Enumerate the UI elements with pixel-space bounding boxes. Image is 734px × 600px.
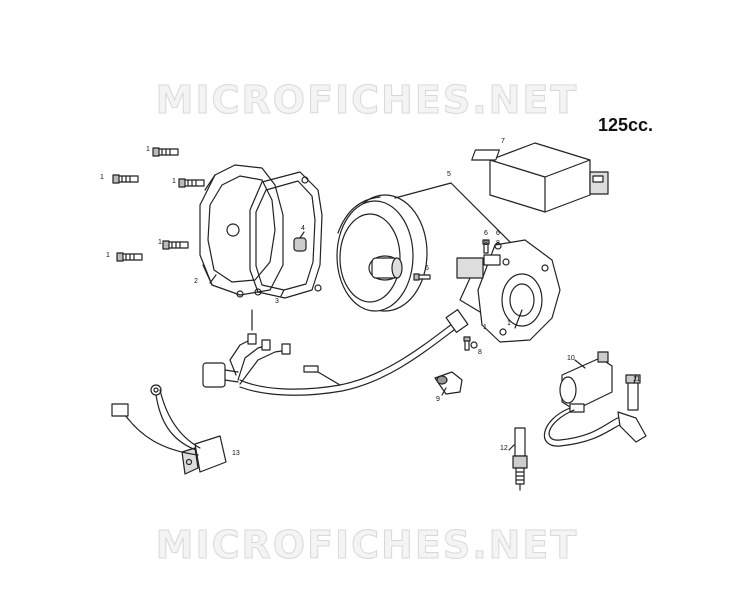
ignition-coil-part bbox=[559, 351, 613, 413]
callout-9: 9 bbox=[436, 396, 440, 403]
watermark-bottom: MICROFICHES.NET bbox=[155, 523, 579, 568]
flywheel-part bbox=[336, 194, 428, 312]
gasket-part bbox=[249, 171, 323, 299]
screw-part bbox=[482, 239, 502, 254]
bolt-part bbox=[178, 178, 205, 188]
plug-part bbox=[293, 237, 307, 252]
callout-13: 13 bbox=[232, 450, 240, 457]
callout-5: 5 bbox=[447, 171, 451, 178]
callout-3: 3 bbox=[275, 298, 279, 305]
ht-lead-part bbox=[543, 374, 647, 447]
regulator-part bbox=[111, 384, 227, 475]
screw-part bbox=[463, 336, 478, 351]
callout-7: 7 bbox=[501, 138, 505, 145]
pickup-part bbox=[434, 371, 463, 395]
callout-1: 1 bbox=[100, 174, 104, 181]
callout-1: 1 bbox=[507, 320, 511, 327]
callout-8: 8 bbox=[484, 240, 488, 247]
callout-1: 1 bbox=[158, 239, 162, 246]
engine-size-title: 125cc. bbox=[598, 115, 654, 135]
callout-1: 1 bbox=[172, 178, 176, 185]
callout-1: 1 bbox=[483, 324, 487, 331]
bolt-part bbox=[116, 252, 143, 262]
callout-11: 11 bbox=[633, 376, 641, 383]
callout-4: 4 bbox=[301, 225, 305, 232]
wire-harness-part bbox=[202, 309, 469, 396]
bolt-part bbox=[162, 240, 189, 250]
callout-1: 1 bbox=[146, 146, 150, 153]
callout-6: 6 bbox=[484, 230, 488, 237]
bolt-part bbox=[152, 147, 179, 157]
cdi-unit-part bbox=[471, 142, 609, 213]
callout-8: 8 bbox=[478, 349, 482, 356]
callout-1: 1 bbox=[106, 252, 110, 259]
callout-6: 6 bbox=[425, 265, 429, 272]
watermark-top: MICROFICHES.NET bbox=[155, 78, 579, 123]
stator-plate-part bbox=[456, 239, 561, 343]
generator-cover-part bbox=[199, 164, 284, 298]
callout-2: 2 bbox=[194, 278, 198, 285]
callout-6: 6 bbox=[496, 230, 500, 237]
callout-10: 10 bbox=[567, 355, 575, 362]
bolt-part bbox=[112, 174, 139, 184]
callout-12: 12 bbox=[500, 445, 508, 452]
screw-part bbox=[413, 273, 431, 281]
spark-plug-part bbox=[512, 427, 528, 491]
callout-8: 8 bbox=[496, 240, 500, 247]
